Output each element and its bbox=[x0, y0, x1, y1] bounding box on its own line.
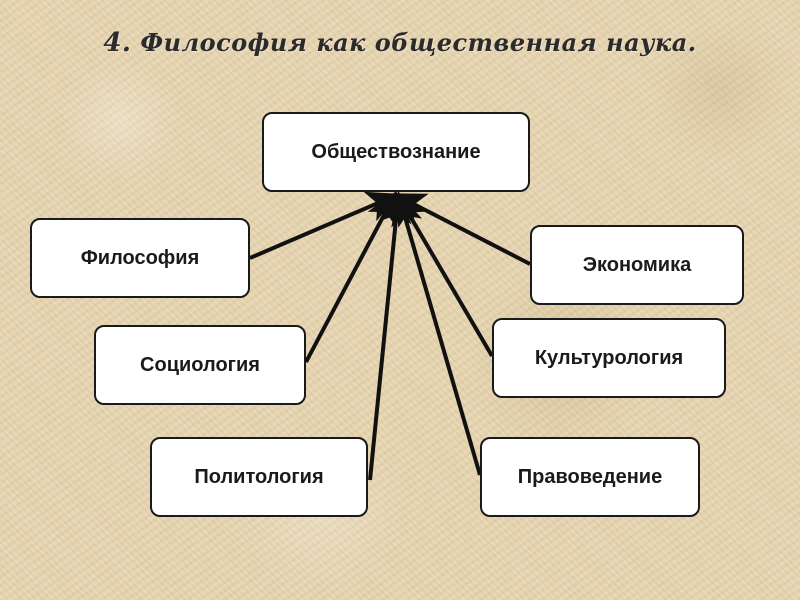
node-philosophy-label: Философия bbox=[80, 246, 200, 269]
node-culturology: Культурология bbox=[492, 318, 726, 398]
arrow-sociology-to-center bbox=[304, 190, 397, 363]
node-social-studies-label: Обществознание bbox=[311, 140, 481, 163]
arrow-philosophy-to-center bbox=[249, 191, 400, 260]
node-politology: Политология bbox=[150, 437, 368, 517]
node-sociology: Социология bbox=[94, 325, 306, 405]
node-sociology-label: Социология bbox=[140, 353, 260, 376]
node-law: Правоведение bbox=[480, 437, 700, 517]
node-economics-label: Экономика bbox=[582, 253, 692, 276]
node-social-studies: Обществознание bbox=[262, 112, 530, 192]
slide-title: 4. Философия как общественная наука. bbox=[0, 28, 800, 58]
slide-title-text: Философия как общественная наука. bbox=[140, 28, 697, 57]
arrow-law-to-center bbox=[391, 192, 482, 476]
node-politology-label: Политология bbox=[194, 465, 324, 488]
slide-title-number: 4. bbox=[103, 28, 132, 58]
node-culturology-label: Культурология bbox=[534, 346, 684, 369]
node-economics: Экономика bbox=[530, 225, 744, 305]
node-philosophy: Философия bbox=[30, 218, 250, 298]
node-law-label: Правоведение bbox=[517, 465, 663, 488]
arrow-politology-to-center bbox=[368, 191, 412, 481]
